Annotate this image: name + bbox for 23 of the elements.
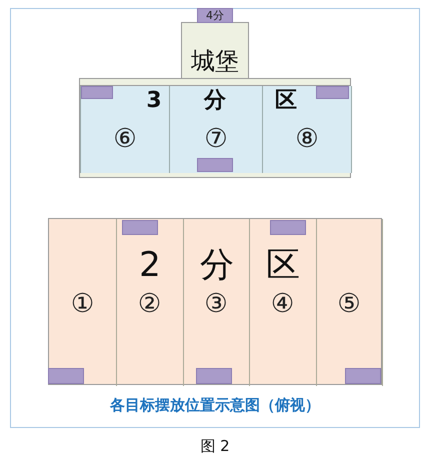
- zone-cell: [80, 86, 170, 173]
- zone-heading: 区: [265, 245, 301, 285]
- position-number: ①: [70, 289, 96, 319]
- position-number: ⑥: [112, 124, 138, 154]
- zone-heading: 3: [145, 88, 163, 114]
- position-number: ⑧: [294, 124, 320, 154]
- zone-cell: [169, 86, 263, 173]
- zone-panel: [79, 78, 351, 178]
- zone-heading: 区: [274, 88, 298, 114]
- position-number: ⑦: [203, 124, 229, 154]
- zone-panel: [48, 218, 382, 385]
- zone-heading: 分: [202, 88, 227, 114]
- diagram-title: 各目标摆放位置示意图（俯视）: [109, 396, 321, 415]
- figure-caption: 图 2: [199, 437, 231, 456]
- castle-block: 城堡: [181, 22, 249, 79]
- position-number: ⑤: [336, 289, 362, 319]
- score-tag: 4分: [197, 8, 233, 23]
- zone-cell: [262, 86, 352, 173]
- zone-heading: 分: [199, 245, 235, 285]
- position-number: ③: [203, 289, 229, 319]
- position-number: ②: [136, 289, 162, 319]
- zone-heading: 2: [138, 245, 162, 285]
- position-number: ④: [270, 289, 296, 319]
